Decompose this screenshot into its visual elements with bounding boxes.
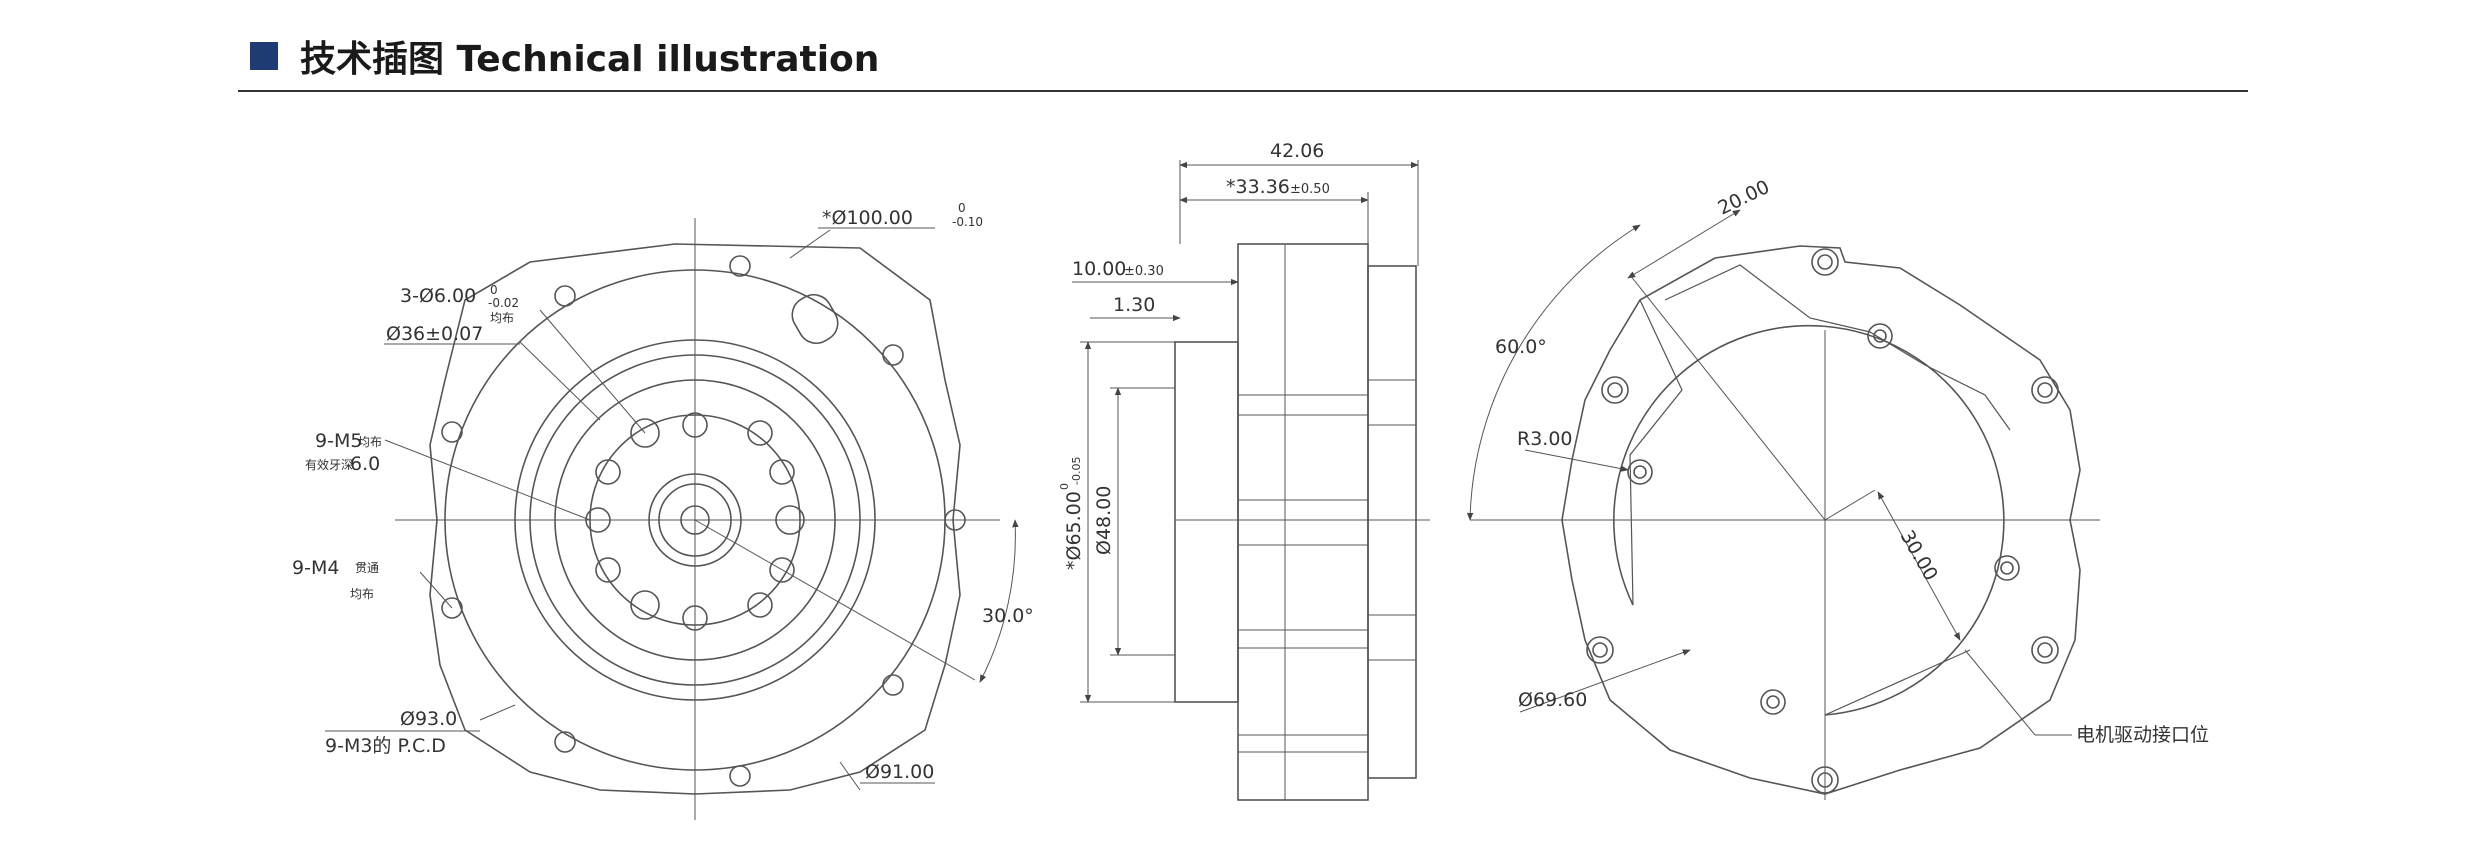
width-body-tol: ±0.50	[1290, 182, 1330, 197]
angle-label: 30.0°	[982, 605, 1034, 627]
front-view-labels: *Ø100.00 0 -0.10 3-Ø6.00 0 -0.02 均布 Ø36±…	[292, 201, 1034, 784]
front-view	[384, 218, 1019, 820]
m5-depth-value: 6.0	[350, 453, 380, 475]
header-square-icon	[250, 42, 278, 70]
m3-label: 9-M3的 P.C.D	[325, 735, 446, 757]
od-tol-upper: 0	[958, 201, 966, 215]
hole3-label: 3-Ø6.00	[400, 285, 476, 307]
d69-label: Ø69.60	[1518, 689, 1587, 711]
flange-tol: ±0.30	[1124, 264, 1164, 279]
section-header: 技术插图 Technical illustration	[250, 30, 879, 82]
flange-label: 10.00	[1072, 258, 1126, 280]
m5-note: 均布	[358, 435, 382, 449]
pcd93-label: Ø93.0	[400, 708, 457, 730]
d65-tol-upper: 0	[1058, 483, 1071, 490]
page-title: 技术插图 Technical illustration	[300, 39, 880, 80]
connector-label: 电机驱动接口位	[2076, 724, 2209, 746]
d48-label: Ø48.00	[1093, 486, 1115, 555]
od-label: *Ø100.00	[822, 207, 913, 229]
radius-label: R3.00	[1517, 428, 1573, 450]
dim-30-label: 30.00	[1896, 527, 1942, 585]
side-view	[1072, 160, 1430, 801]
hole3-note: 均布	[490, 311, 514, 325]
front-outer-outline	[429, 243, 961, 795]
rear-view	[1466, 209, 2100, 800]
hole3-tol-upper: 0	[490, 283, 498, 297]
angle-60-label: 60.0°	[1495, 336, 1547, 358]
d65-label: *Ø65.00	[1063, 491, 1085, 570]
m5-depth-note: 有效牙深	[305, 457, 353, 472]
dim-20-label: 20.00	[1715, 176, 1774, 220]
m4-note-1: 贯通	[355, 561, 379, 575]
width-total-label: 42.06	[1270, 140, 1324, 162]
m4-label: 9-M4	[292, 557, 339, 579]
d36-label: Ø36±0.07	[386, 323, 483, 345]
header-divider	[238, 90, 2248, 92]
hole3-tol-lower: -0.02	[488, 296, 519, 310]
od-tol-lower: -0.10	[952, 215, 983, 229]
m5-label: 9-M5	[315, 430, 362, 452]
lip-label: 1.30	[1113, 294, 1155, 316]
width-body-label: *33.36	[1226, 176, 1290, 198]
d65-tol-lower: -0.05	[1070, 457, 1083, 485]
side-view-labels: 42.06 *33.36 ±0.50 10.00 ±0.30 1.30 *Ø65…	[1058, 140, 1330, 570]
rear-outer-outline	[1561, 245, 2081, 795]
rear-view-labels: 20.00 60.0° R3.00 30.00 Ø69.60 电机驱动接口位	[1495, 176, 2209, 746]
m4-note-2: 均布	[350, 587, 374, 601]
d91-label: Ø91.00	[865, 761, 934, 783]
